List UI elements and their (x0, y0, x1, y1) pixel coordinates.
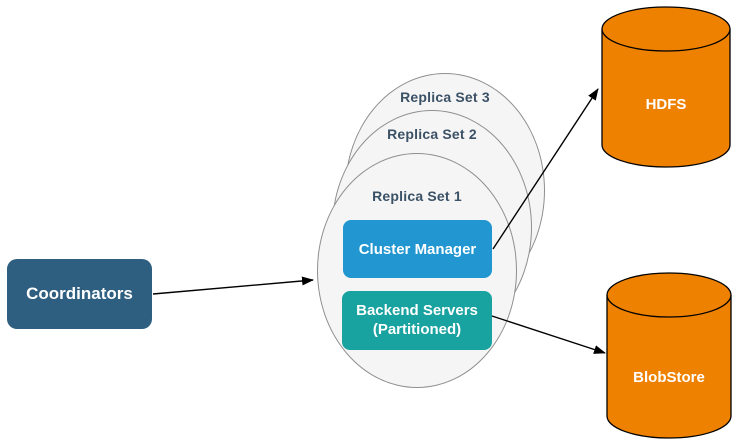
backend-servers-node: Backend Servers (Partitioned) (342, 291, 492, 350)
replica-set-3-label: Replica Set 3 (400, 89, 490, 105)
hdfs-label: HDFS (645, 96, 687, 113)
coordinators-node: Coordinators (7, 259, 152, 329)
cluster-manager-node: Cluster Manager (343, 220, 492, 278)
arrow-backend-servers-to-blobstore (491, 315, 606, 354)
hdfs-cylinder (601, 6, 731, 168)
replica-set-1-label: Replica Set 1 (372, 188, 462, 204)
blobstore-label: BlobStore (633, 369, 705, 386)
replica-set-2-label: Replica Set 2 (387, 126, 477, 142)
blobstore-cylinder (606, 272, 732, 439)
arrow-coordinators-to-replica-set (152, 276, 314, 295)
